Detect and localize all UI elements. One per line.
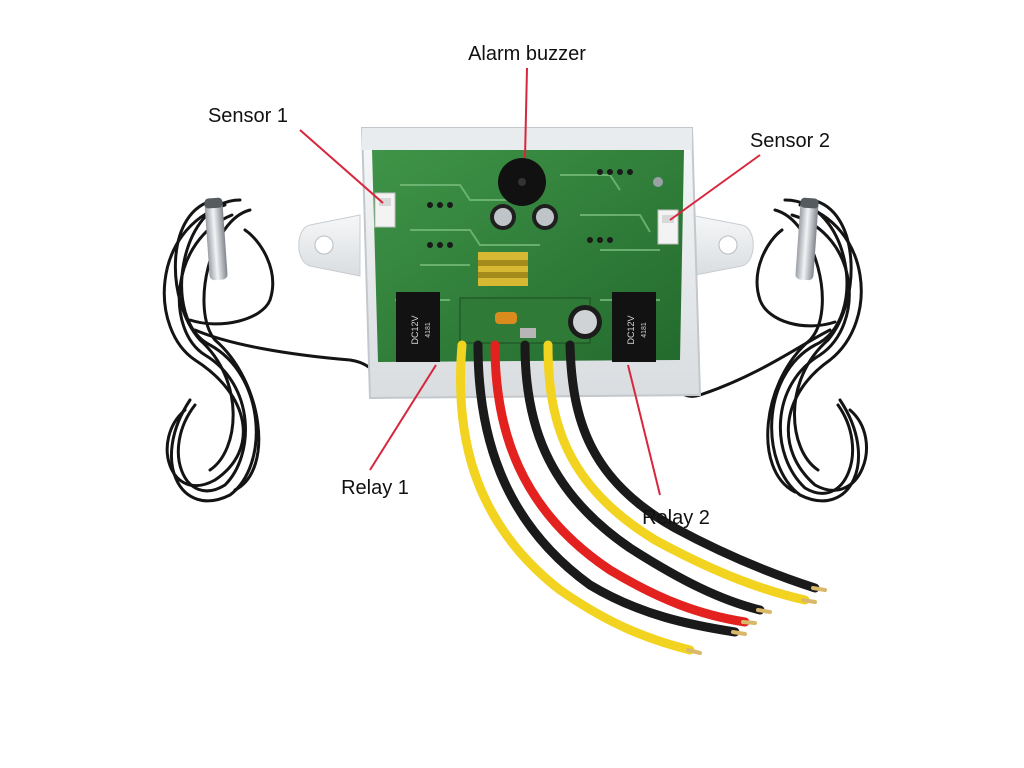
relay-2-marking: DC12V [626, 315, 636, 344]
label-relay-2: Relay 2 [642, 507, 710, 529]
label-alarm-buzzer: Alarm buzzer [468, 43, 586, 65]
power-board [459, 297, 602, 344]
relay-1-marking: DC12V [410, 315, 420, 344]
relay-2-component: DC12V 4181 [612, 292, 656, 362]
transformer [478, 252, 528, 286]
leader-sensor-1 [299, 129, 384, 204]
sensor-2-connector [657, 209, 679, 245]
sensor-probe-2 [670, 197, 868, 503]
leader-relay-1 [369, 364, 437, 471]
relay-1-component: DC12V 4181 [396, 292, 440, 362]
leader-relay-2 [627, 364, 661, 496]
relay-1-code: 4181 [425, 322, 432, 338]
output-wires [456, 340, 827, 655]
callout-leaders [299, 67, 761, 496]
label-sensor-2: Sensor 2 [750, 130, 830, 152]
capacitor-right [532, 204, 558, 230]
buzzer-component [498, 158, 546, 206]
sensor-probe-1 [162, 197, 382, 503]
relay-2-code: 4181 [641, 322, 648, 338]
circuit-board: DC12V 4181 DC12V 4181 [372, 150, 684, 362]
leader-sensor-2 [669, 154, 761, 221]
capacitor-left [490, 204, 516, 230]
label-relay-1: Relay 1 [341, 477, 409, 499]
label-sensor-1: Sensor 1 [208, 105, 288, 127]
leader-alarm-buzzer [524, 67, 528, 159]
